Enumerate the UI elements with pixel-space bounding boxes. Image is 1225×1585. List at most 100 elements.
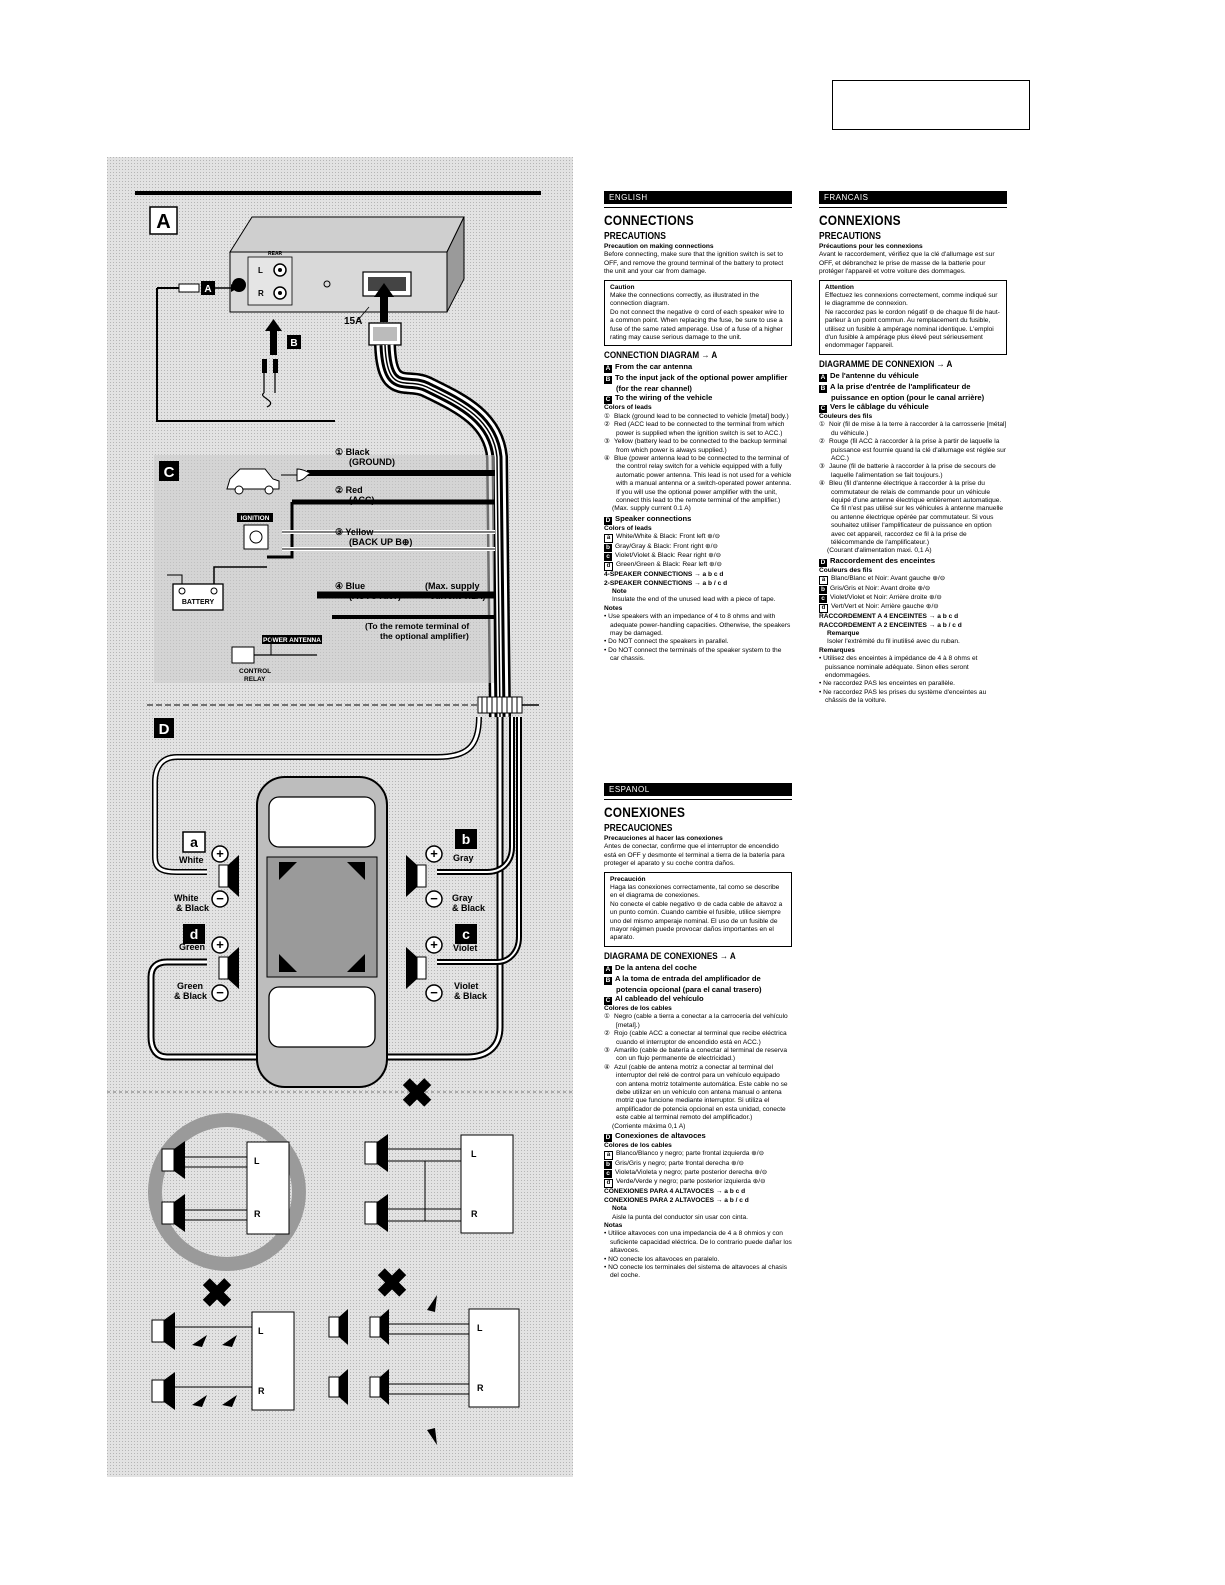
espanol-diagram-head: DIAGRAMA DE CONEXIONES → A	[604, 950, 736, 962]
english-colors-head: Colors of leads	[604, 404, 652, 412]
speaker-d-text: d	[190, 926, 199, 942]
r-label: R	[258, 289, 264, 298]
speaker-a-plus: +	[216, 846, 224, 861]
english-caution-head: Caution	[610, 283, 635, 291]
svg-text:✖: ✖	[400, 1072, 434, 1116]
espanol-precaution-head: Precauciones al hacer las conexiones	[604, 835, 723, 842]
francais-caution-2: Ne raccordez pas le cordon négatif ⊖ de …	[825, 308, 1000, 350]
speaker-c-minus: −	[430, 985, 438, 1000]
speaker-c-text: c	[462, 926, 470, 942]
ex2-l-label: L	[471, 1149, 477, 1159]
ex4-r-label: R	[477, 1383, 484, 1393]
francais-color-4-max: (Courant d'alimentation maxi. 0,1 A)	[827, 547, 932, 555]
francais-diagram-head: DIAGRAMME DE CONNEXION → A	[819, 358, 953, 370]
wiring-example-wrong-2: ✖ L R	[151, 1272, 295, 1411]
marker-a	[201, 281, 215, 295]
remote-label-1: (To the remote terminal of	[365, 621, 469, 631]
english-2-speaker: 2-SPEAKER CONNECTIONS → a b / c d	[604, 579, 728, 587]
english-note-2: • Do NOT connect the speakers in paralle…	[604, 638, 729, 646]
speaker-b-text: b	[462, 831, 471, 847]
gray-black-label-1: Gray	[452, 893, 473, 903]
marker-b-text: B	[290, 338, 297, 349]
speaker-c	[406, 947, 427, 989]
ex3-l-label: L	[258, 1326, 264, 1336]
wire-harness	[374, 344, 539, 718]
espanol-rule	[604, 799, 792, 800]
gray-black-label-2: & Black	[452, 903, 486, 913]
violet-black-label-1: Violet	[454, 981, 478, 991]
francais-note-2: • Ne raccordez PAS les enceintes en para…	[819, 680, 955, 688]
lead-3-sub: (BACK UP B⊕)	[349, 537, 412, 547]
english-color-4-max: (Max. supply current 0.1 A)	[612, 505, 691, 513]
lead-4-max-2: current 0.1A)	[430, 591, 486, 601]
svg-text:✖: ✖	[375, 1262, 409, 1306]
speaker-b-plus: +	[430, 846, 438, 861]
white-label: White	[179, 855, 204, 865]
english-rule	[604, 207, 792, 208]
english-title: CONNECTIONS	[604, 212, 694, 228]
ex2-r-label: R	[471, 1209, 478, 1219]
speaker-c-label	[455, 924, 477, 944]
green-black-label-2: & Black	[174, 991, 208, 1001]
speaker-a-text: a	[190, 834, 198, 850]
english-notes-head: Notes	[604, 604, 623, 612]
espanol-4-speaker: CONEXIONES PARA 4 ALTAVOCES → a b c d	[604, 1188, 746, 1196]
espanol-lang-tab: ESPANOL	[604, 783, 792, 796]
english-diagram-head: CONNECTION DIAGRAM → A	[604, 350, 718, 362]
speaker-a-label	[182, 831, 206, 853]
vehicle-ground-symbol	[226, 468, 313, 495]
espanol-note-1: • Utilice altavoces con una impedancia d…	[604, 1230, 792, 1255]
francais-caution-1: Effectuez les connexions correctement, c…	[825, 292, 998, 308]
english-4-speaker: 4-SPEAKER CONNECTIONS → a b c d	[604, 571, 724, 579]
espanol-note-head: Nota	[612, 1205, 627, 1213]
green-label: Green	[179, 942, 205, 952]
francais-precaution-text: Avant le raccordement, vérifiez que la c…	[819, 251, 995, 276]
speaker-a	[218, 855, 239, 897]
francais-note-text: Isoler l'extrémité du fil inutilisé avec…	[827, 638, 960, 646]
battery: BATTERY	[167, 566, 267, 611]
white-black-label-1: White	[174, 893, 199, 903]
white-black-label-2: & Black	[176, 903, 210, 913]
marker-a-text: A	[204, 284, 211, 295]
espanol-title: CONEXIONES	[604, 804, 686, 820]
espanol-2-speaker: CONEXIONES PARA 2 ALTAVOCES → a b / c d	[604, 1196, 749, 1204]
english-caution-box: Caution Make the connections correctly, …	[604, 279, 792, 347]
speaker-d	[218, 947, 239, 989]
english-precaution-head: Precaution on making connections	[604, 243, 714, 250]
remote-label-2: the optional amplifier)	[380, 631, 469, 641]
espanol-caution-head: Precaución	[610, 875, 646, 883]
english-caution-1: Make the connections correctly, as illus…	[610, 292, 760, 308]
fuse-label: 15A	[344, 316, 362, 327]
francais-precaution-head: Précautions pour les connexions	[819, 243, 923, 250]
speaker-a-minus: −	[216, 891, 224, 906]
ignition-label-bg	[237, 513, 273, 522]
ex1-r-label: R	[254, 1209, 261, 1219]
francais-caution-box: Attention Effectuez les connexions corre…	[819, 279, 1007, 355]
power-antenna-label-bg	[262, 635, 322, 644]
section-a-text: A	[156, 211, 170, 233]
ex4-l-label: L	[477, 1323, 483, 1333]
francais-note-3: • Ne raccordez PAS les prises du système…	[819, 688, 987, 705]
speaker-c-plus: +	[430, 937, 438, 952]
section-d-label	[154, 718, 174, 738]
section-a-label	[149, 206, 178, 235]
espanol-section: ESPANOL CONEXIONES PRECAUCIONES Precauci…	[604, 783, 792, 1281]
